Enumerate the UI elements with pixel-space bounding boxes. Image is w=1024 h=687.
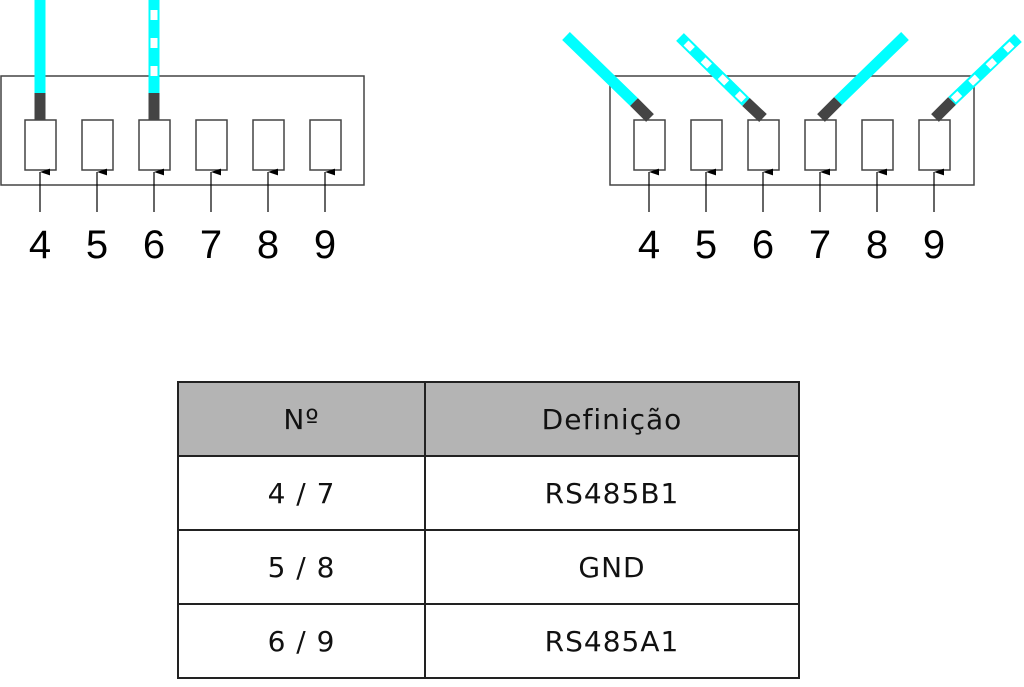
wire-pin-9-striped [931, 34, 1022, 122]
cell-pins: 5 / 8 [177, 529, 426, 605]
terminal-slot [309, 119, 342, 171]
header-number: Nº [177, 381, 426, 457]
terminal-slot [804, 119, 837, 171]
wire-pin-6-striped [676, 33, 767, 123]
cell-pins: 4 / 7 [177, 455, 426, 531]
cell-definition: RS485A1 [424, 603, 800, 679]
table-row: 4 / 7 RS485B1 [177, 455, 800, 531]
table-row: 6 / 9 RS485A1 [177, 603, 800, 679]
cell-definition: RS485B1 [424, 455, 800, 531]
connector-diagrams: 4 5 6 7 8 9 4 5 6 7 8 9 [0, 0, 1022, 267]
connector-housing [609, 75, 975, 186]
pin-label: 5 [695, 223, 717, 267]
table-header-row: Nº Definição [177, 381, 800, 457]
pin-definition-table: Nº Definição 4 / 7 RS485B1 5 / 8 GND 6 /… [177, 381, 800, 679]
terminal-slot [747, 119, 780, 171]
wire-pin-4 [562, 32, 654, 122]
terminal-slot [633, 119, 666, 171]
pin-label: 7 [200, 223, 222, 267]
cell-definition: GND [424, 529, 800, 605]
pin-label: 4 [638, 223, 660, 267]
terminal-slot [81, 119, 114, 171]
pin-label: 9 [314, 223, 336, 267]
right-connector: 4 5 6 7 8 9 [562, 32, 1022, 267]
terminal-slot [24, 119, 57, 171]
pin-label: 4 [29, 223, 51, 267]
table-row: 5 / 8 GND [177, 529, 800, 605]
pin-label: 8 [257, 223, 279, 267]
connector-housing [0, 75, 365, 186]
terminal-slot [918, 119, 951, 171]
pin-label: 7 [809, 223, 831, 267]
terminal-slot [252, 119, 285, 171]
terminal-slot [195, 119, 228, 171]
pin-label: 6 [752, 223, 774, 267]
pin-label: 9 [923, 223, 945, 267]
wire-pin-7 [817, 32, 909, 122]
cell-pins: 6 / 9 [177, 603, 426, 679]
pin-label: 6 [143, 223, 165, 267]
terminal-slot [690, 119, 723, 171]
terminal-slot [861, 119, 894, 171]
header-definition: Definição [424, 381, 800, 457]
pin-label: 8 [866, 223, 888, 267]
pin-label: 5 [86, 223, 108, 267]
left-connector: 4 5 6 7 8 9 [0, 0, 365, 267]
terminal-slot [138, 119, 171, 171]
